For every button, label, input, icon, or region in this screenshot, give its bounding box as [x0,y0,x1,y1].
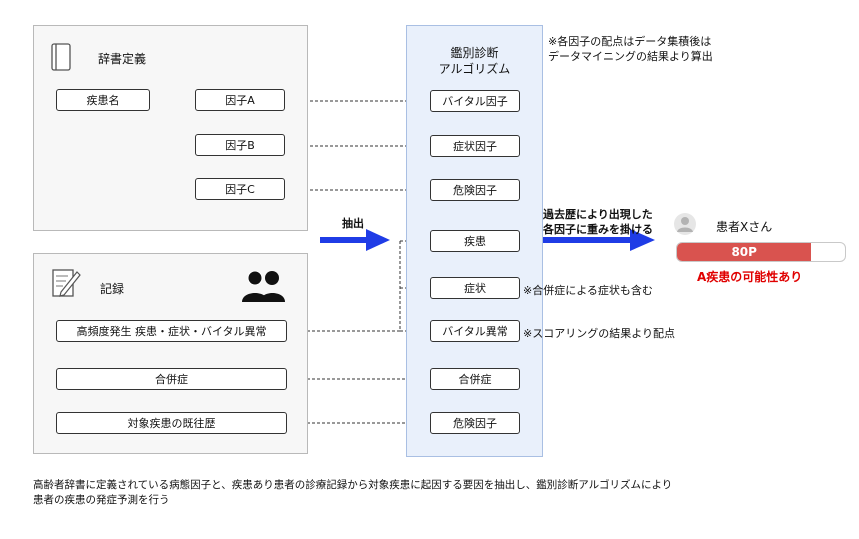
caption-line-1: 高齢者辞書に定義されている病態因子と、疾患あり患者の診療記録から対象疾患に起因す… [33,479,673,491]
score-text: 80P [731,245,757,259]
note-scoring-source-1: ※各因子の配点はデータ集積後は [548,35,712,48]
factor-c-box: 因子C [195,178,285,200]
note-complication: ※合併症による症状も含む [523,284,653,297]
algo-complication: 合併症 [430,368,520,390]
records-title: 記録 [100,282,125,296]
score-bar: 80P [676,242,846,262]
algo-risk-factor: 危険因子 [430,179,520,201]
note-scoring: ※スコアリングの結果より配点 [523,327,675,340]
record-history-box: 対象疾患の既往歴 [56,412,287,434]
algo-risk-factor-2: 危険因子 [430,412,520,434]
dictionary-title: 辞書定義 [98,52,147,66]
verdict-text: A疾患の可能性あり [697,270,803,284]
users-icon [242,270,285,302]
algorithm-title-1: 鑑別診断 [450,46,499,60]
book-icon [51,43,71,71]
algo-symptom-factor: 症状因子 [430,135,520,157]
weight-label-1: 過去歴により出現した [543,208,653,221]
algo-vital-abnormal: バイタル異常 [430,320,520,342]
edit-document-icon [52,269,81,297]
extract-arrow [320,229,390,251]
dictionary-panel [33,25,308,231]
factor-a-box: 因子A [195,89,285,111]
weight-arrow [542,229,655,251]
record-complication-box: 合併症 [56,368,287,390]
note-scoring-source-2: データマイニングの結果より算出 [548,50,713,63]
record-frequent-box: 高頻度発生 疾患・症状・バイタル異常 [56,320,287,342]
weight-label-2: 各因子に重みを掛ける [543,223,653,236]
algo-disease: 疾患 [430,230,520,252]
extract-label: 抽出 [342,217,364,230]
patient-name: 患者Xさん [716,220,773,234]
patient-avatar-icon [674,213,696,235]
factor-b-box: 因子B [195,134,285,156]
caption-line-2: 患者の疾患の発症予測を行う [33,494,170,506]
algo-symptom: 症状 [430,277,520,299]
algorithm-title-2: アルゴリズム [438,62,511,76]
algo-vital-factor: バイタル因子 [430,90,520,112]
score-bar-fill [677,243,812,261]
disease-name-box: 疾患名 [56,89,150,111]
